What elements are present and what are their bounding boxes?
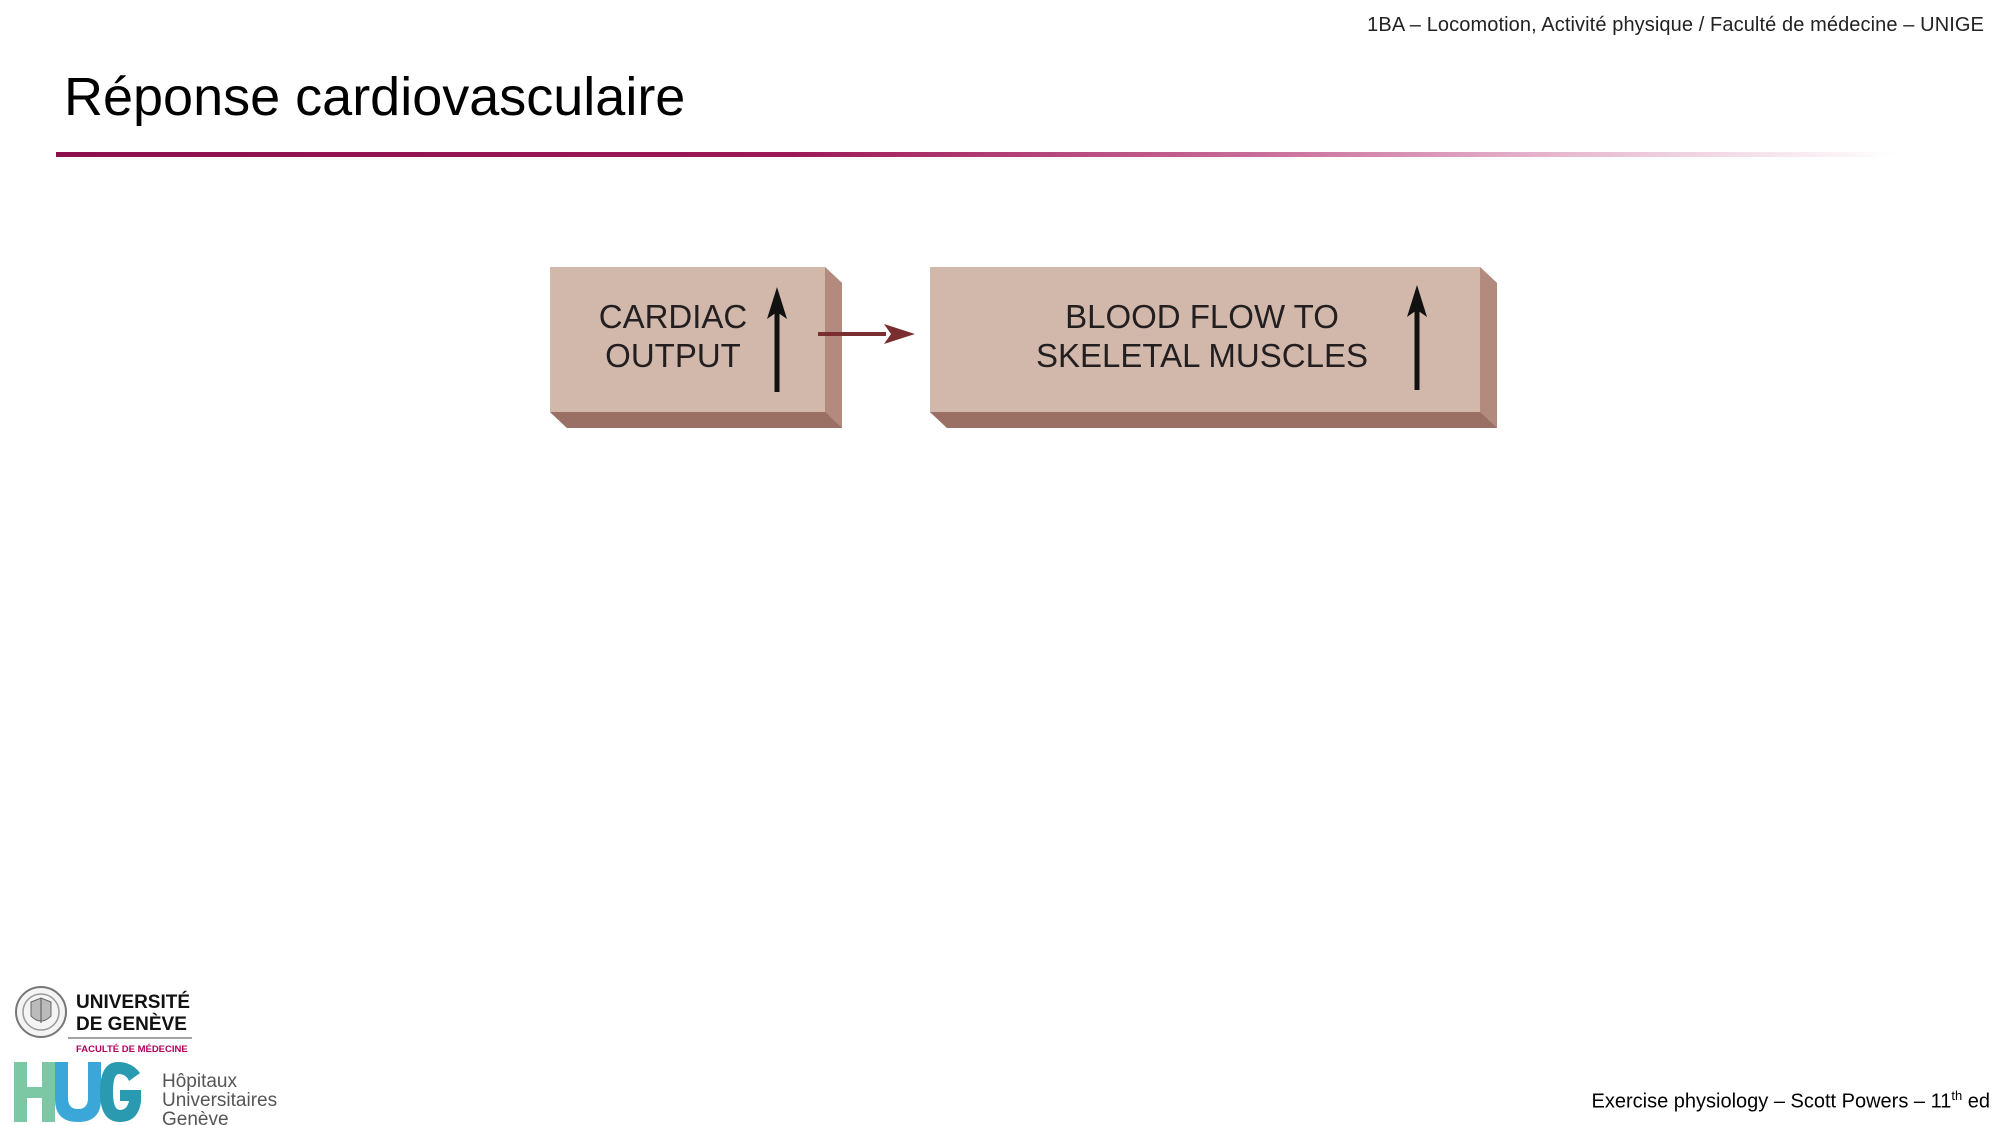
- source-citation: Exercise physiology – Scott Powers – 11t…: [1591, 1088, 1990, 1113]
- flow-diagram: CARDIAC OUTPUT BLOOD FLOW TO SKELETAL MU…: [550, 267, 1497, 428]
- title-divider: [56, 152, 1896, 157]
- up-arrow-icon: [767, 287, 787, 392]
- unige-faculty: FACULTÉ DE MÉDECINE: [76, 1044, 188, 1055]
- slide-title: Réponse cardiovasculaire: [64, 67, 686, 127]
- hug-logo-icon: [14, 1062, 141, 1122]
- course-header: 1BA – Locomotion, Activité physique / Fa…: [1367, 14, 1984, 36]
- hug-name-line2: Universitaires: [162, 1090, 277, 1111]
- right-arrow-icon: [818, 324, 915, 344]
- institution-logos: UNIVERSITÉ DE GENÈVE FACULTÉ DE MÉDECINE…: [14, 986, 277, 1125]
- unige-name-line2: DE GENÈVE: [76, 1013, 187, 1035]
- blood-flow-box: BLOOD FLOW TO SKELETAL MUSCLES: [930, 267, 1497, 428]
- cardiac-output-label-line2: OUTPUT: [605, 337, 741, 374]
- unige-name-line1: UNIVERSITÉ: [76, 991, 190, 1013]
- unige-seal-icon: [15, 986, 67, 1038]
- blood-flow-label-line1: BLOOD FLOW TO: [1065, 298, 1339, 335]
- hug-name-line1: Hôpitaux: [162, 1071, 237, 1092]
- cardiac-output-label-line1: CARDIAC: [599, 298, 748, 335]
- cardiac-output-box: CARDIAC OUTPUT: [550, 267, 842, 428]
- up-arrow-icon: [1407, 285, 1427, 390]
- hug-name-line3: Genève: [162, 1109, 229, 1125]
- blood-flow-label-line2: SKELETAL MUSCLES: [1036, 337, 1368, 374]
